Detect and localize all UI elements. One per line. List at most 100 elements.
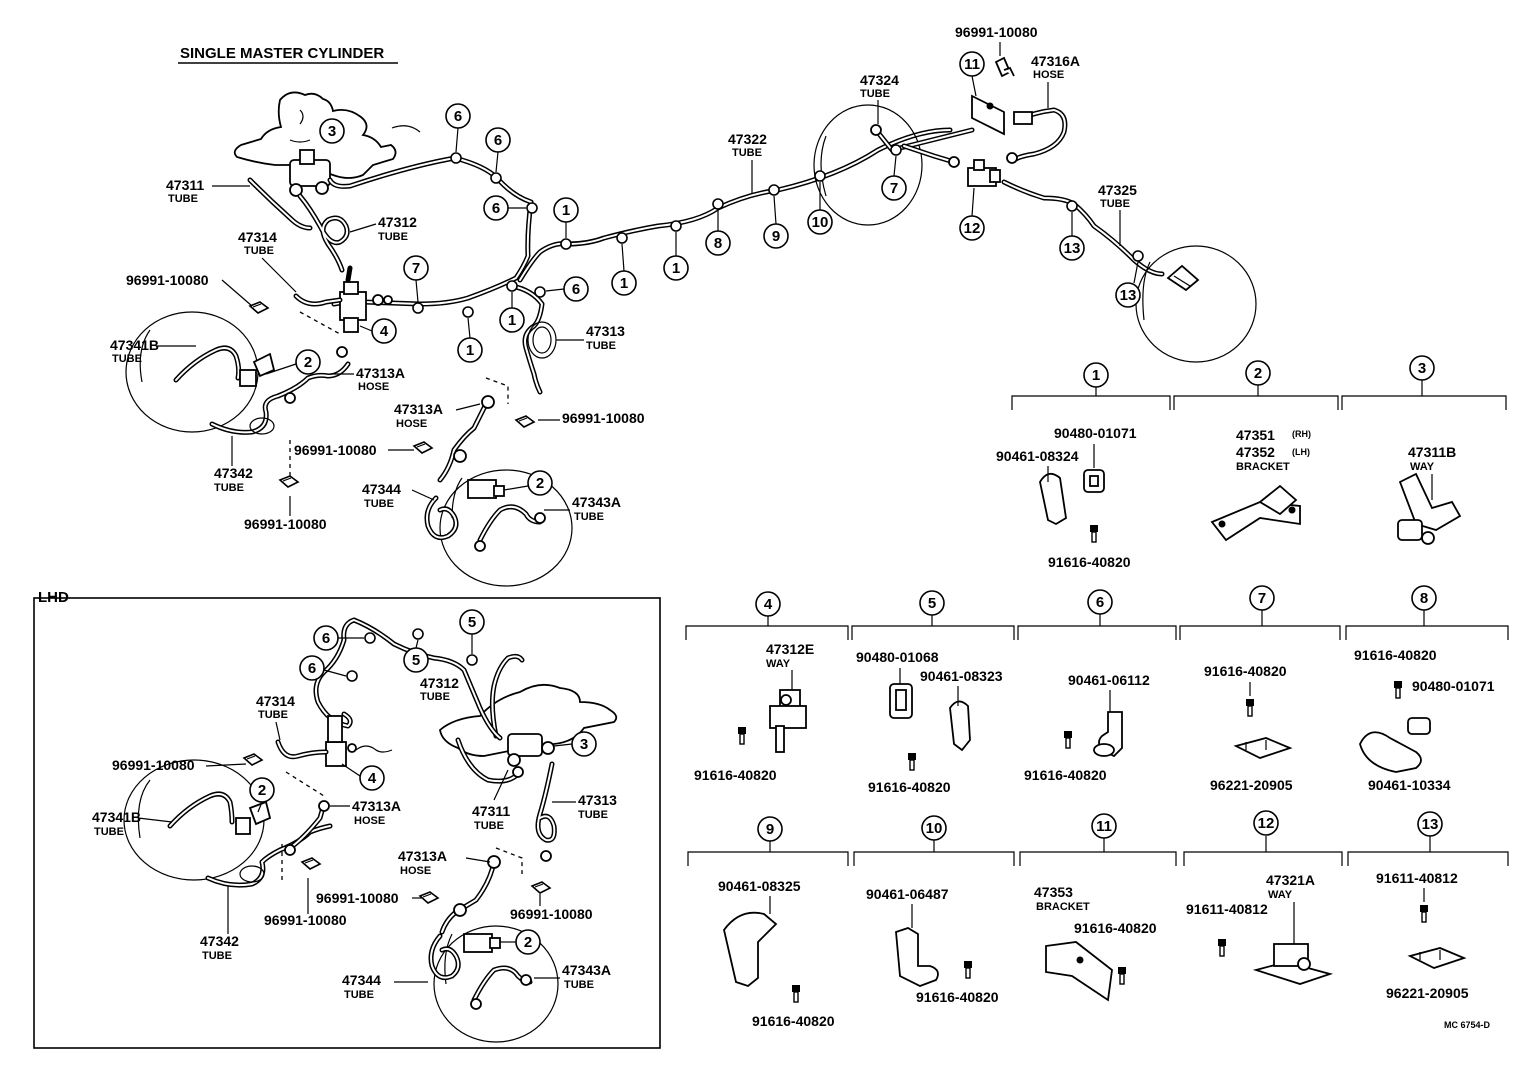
svg-text:TUBE: TUBE bbox=[420, 691, 450, 703]
svg-text:TUBE: TUBE bbox=[344, 989, 374, 1001]
svg-text:TUBE: TUBE bbox=[214, 482, 244, 494]
svg-text:96991-10080: 96991-10080 bbox=[244, 516, 327, 532]
svg-text:12: 12 bbox=[1258, 815, 1275, 832]
svg-text:5: 5 bbox=[928, 595, 936, 612]
rear-right-cylinder bbox=[1166, 264, 1200, 292]
svg-text:9: 9 bbox=[772, 228, 780, 245]
detail-10-clamp: 90461-06487 91616-40820 bbox=[866, 886, 999, 1005]
svg-text:TUBE: TUBE bbox=[364, 498, 394, 510]
svg-text:3: 3 bbox=[580, 736, 588, 753]
svg-text:96221-20905: 96221-20905 bbox=[1386, 985, 1469, 1001]
svg-text:2: 2 bbox=[536, 475, 544, 492]
svg-text:2: 2 bbox=[258, 782, 266, 799]
svg-text:HOSE: HOSE bbox=[1033, 69, 1064, 81]
detail-12-way: 47321A WAY 91611-40812 bbox=[1186, 872, 1334, 985]
way-12 bbox=[967, 159, 1001, 187]
svg-text:6: 6 bbox=[492, 200, 500, 217]
detail-11-bracket: 47353 BRACKET 91616-40820 bbox=[1034, 884, 1157, 1002]
svg-text:96991-10080: 96991-10080 bbox=[294, 442, 377, 458]
lhd-callouts: 5 6 5 6 3 4 2 2 bbox=[249, 609, 597, 955]
svg-text:10: 10 bbox=[926, 820, 943, 837]
svg-text:91616-40820: 91616-40820 bbox=[752, 1013, 835, 1029]
svg-text:47321A: 47321A bbox=[1266, 872, 1315, 888]
bracket-11 bbox=[971, 94, 1005, 136]
detail-6-clamp: 90461-06112 91616-40820 bbox=[1024, 672, 1150, 783]
svg-text:(RH): (RH) bbox=[1292, 429, 1311, 439]
lhd-panel: LHD bbox=[33, 589, 661, 1049]
svg-text:91616-40820: 91616-40820 bbox=[1048, 554, 1131, 570]
svg-text:3: 3 bbox=[1418, 360, 1426, 377]
svg-text:TUBE: TUBE bbox=[112, 353, 142, 365]
svg-text:6: 6 bbox=[494, 132, 502, 149]
svg-text:47312: 47312 bbox=[420, 675, 459, 691]
main-brake-layout: 96991-10080 47316A HOSE 47324 TUBE 47322… bbox=[110, 24, 1257, 587]
svg-text:47322: 47322 bbox=[728, 131, 767, 147]
detail-panels: 1 2 3 90480-01071 90461-08324 91616-4082… bbox=[685, 355, 1509, 1030]
svg-text:47351: 47351 bbox=[1236, 427, 1275, 443]
svg-text:13: 13 bbox=[1422, 816, 1439, 833]
svg-text:47311: 47311 bbox=[166, 177, 204, 193]
svg-text:1: 1 bbox=[1092, 367, 1100, 384]
detail-2-bracket: 47351 (RH) 47352 (LH) BRACKET bbox=[1210, 427, 1311, 542]
svg-text:47352: 47352 bbox=[1236, 444, 1275, 460]
detail-9-clamp: 90461-08325 91616-40820 bbox=[718, 878, 835, 1029]
svg-text:8: 8 bbox=[714, 235, 722, 252]
svg-text:47313A: 47313A bbox=[352, 798, 401, 814]
left-caliper bbox=[239, 352, 276, 387]
svg-text:11: 11 bbox=[964, 56, 980, 73]
diagram-title: SINGLE MASTER CYLINDER bbox=[178, 45, 398, 64]
svg-text:5: 5 bbox=[412, 652, 420, 669]
svg-text:TUBE: TUBE bbox=[860, 88, 890, 100]
four-way-block bbox=[339, 281, 393, 333]
svg-text:7: 7 bbox=[1258, 590, 1266, 607]
svg-text:WAY: WAY bbox=[1268, 889, 1293, 901]
svg-text:91611-40812: 91611-40812 bbox=[1376, 870, 1458, 886]
svg-text:47324: 47324 bbox=[860, 72, 899, 88]
svg-text:9: 9 bbox=[766, 821, 774, 838]
svg-text:47312: 47312 bbox=[378, 214, 417, 230]
svg-text:2: 2 bbox=[524, 934, 532, 951]
svg-text:2: 2 bbox=[304, 354, 312, 371]
detail-7-clip: 91616-40820 96221-20905 bbox=[1204, 663, 1293, 793]
svg-text:1: 1 bbox=[672, 260, 680, 277]
svg-text:47311B: 47311B bbox=[1408, 444, 1456, 460]
svg-text:91616-40820: 91616-40820 bbox=[1204, 663, 1287, 679]
svg-text:7: 7 bbox=[890, 180, 898, 197]
svg-text:47353: 47353 bbox=[1034, 884, 1073, 900]
svg-text:47313A: 47313A bbox=[356, 365, 405, 381]
svg-text:TUBE: TUBE bbox=[586, 340, 616, 352]
svg-text:6: 6 bbox=[1096, 594, 1104, 611]
detail-1-clamp: 90480-01071 90461-08324 91616-40820 bbox=[996, 425, 1137, 570]
svg-text:47313: 47313 bbox=[586, 323, 625, 339]
svg-text:TUBE: TUBE bbox=[1100, 198, 1130, 210]
svg-text:6: 6 bbox=[572, 281, 580, 298]
lhd-left-caliper bbox=[235, 800, 272, 835]
detail-3-way: 47311B WAY bbox=[1397, 444, 1462, 545]
svg-text:91616-40820: 91616-40820 bbox=[868, 779, 951, 795]
svg-text:47313A: 47313A bbox=[394, 401, 443, 417]
svg-text:TUBE: TUBE bbox=[168, 193, 198, 205]
svg-text:47344: 47344 bbox=[362, 481, 401, 497]
svg-text:3: 3 bbox=[328, 123, 336, 140]
three-way-fitting bbox=[289, 149, 331, 197]
svg-text:HOSE: HOSE bbox=[354, 815, 385, 827]
svg-text:TUBE: TUBE bbox=[564, 979, 594, 991]
svg-text:47325: 47325 bbox=[1098, 182, 1137, 198]
svg-text:91616-40820: 91616-40820 bbox=[694, 767, 777, 783]
svg-text:47312E: 47312E bbox=[766, 641, 814, 657]
svg-text:96991-10080: 96991-10080 bbox=[126, 272, 209, 288]
svg-text:1: 1 bbox=[466, 342, 474, 359]
lhd-labels: 47312 TUBE 47314 TUBE 96991-10080 47341B… bbox=[92, 675, 617, 1001]
svg-text:47313A: 47313A bbox=[398, 848, 447, 864]
svg-text:4: 4 bbox=[380, 323, 389, 340]
label-96991-top: 96991-10080 bbox=[955, 24, 1038, 40]
svg-text:5: 5 bbox=[468, 614, 476, 631]
svg-text:47342: 47342 bbox=[214, 465, 253, 481]
figure-code: MC 6754-D bbox=[1444, 1020, 1491, 1030]
lhd-right-caliper bbox=[463, 933, 501, 953]
svg-text:91616-40820: 91616-40820 bbox=[1024, 767, 1107, 783]
svg-text:90461-08323: 90461-08323 bbox=[920, 668, 1003, 684]
svg-text:11: 11 bbox=[1096, 818, 1112, 835]
svg-text:90461-08325: 90461-08325 bbox=[718, 878, 801, 894]
svg-text:47343A: 47343A bbox=[562, 962, 611, 978]
